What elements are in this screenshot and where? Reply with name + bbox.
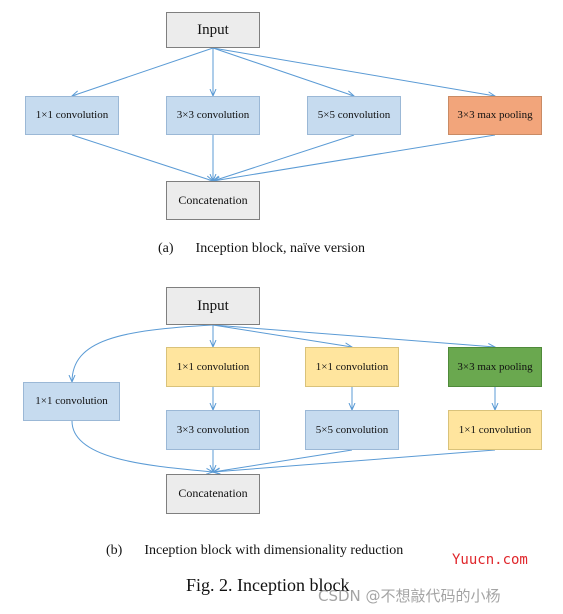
b-concat-node: Concatenation (166, 474, 260, 514)
watermark-site: Yuucn.com (452, 552, 528, 568)
edge-b-proj-concat (213, 449, 496, 472)
a-concat-node: Concatenation (166, 181, 260, 220)
edge-b-side-concat (71, 420, 213, 472)
caption-b: (b) Inception block with dimensionality r… (106, 543, 403, 559)
b-reduce-b-node: 1×1 convolution (305, 347, 399, 387)
edge-b-input-pool (212, 324, 495, 347)
edge-b-input-side (72, 324, 214, 382)
a-conv5-node: 5×5 convolution (307, 96, 401, 135)
caption-a-text: Inception block, naïve version (195, 241, 366, 256)
b-maxpool-node: 3×3 max pooling (448, 347, 542, 387)
edge-a-input-pool (212, 47, 495, 96)
caption-b-label: (b) (106, 543, 123, 558)
edge-b-conv5-concat (213, 449, 353, 472)
edge-b-input-reduce-b (212, 324, 352, 347)
b-pool-proj-node: 1×1 convolution (448, 410, 542, 450)
edge-a-conv5-concat (213, 134, 355, 181)
a-input-node: Input (166, 12, 260, 48)
b-conv5-node: 5×5 convolution (305, 410, 399, 450)
edge-a-pool-concat (213, 134, 496, 181)
edge-a-input-conv5 (212, 47, 354, 96)
b-input-node: Input (166, 287, 260, 325)
b-reduce-a-node: 1×1 convolution (166, 347, 260, 387)
caption-a-label: (a) (158, 241, 174, 256)
edge-a-conv1-concat (71, 134, 213, 181)
b-conv3-node: 3×3 convolution (166, 410, 260, 450)
a-conv3-node: 3×3 convolution (166, 96, 260, 135)
caption-a: (a) Inception block, naïve version (158, 241, 365, 257)
watermark-author: CSDN @不想敲代码的小杨 (318, 587, 501, 605)
figure-title: Fig. 2. Inception block (186, 575, 350, 595)
caption-b-text: Inception block with dimensionality redu… (144, 543, 404, 558)
b-side-conv1-node: 1×1 convolution (23, 382, 120, 421)
a-maxpool-node: 3×3 max pooling (448, 96, 542, 135)
a-conv1-node: 1×1 convolution (25, 96, 119, 135)
edge-a-input-conv1 (72, 47, 214, 96)
